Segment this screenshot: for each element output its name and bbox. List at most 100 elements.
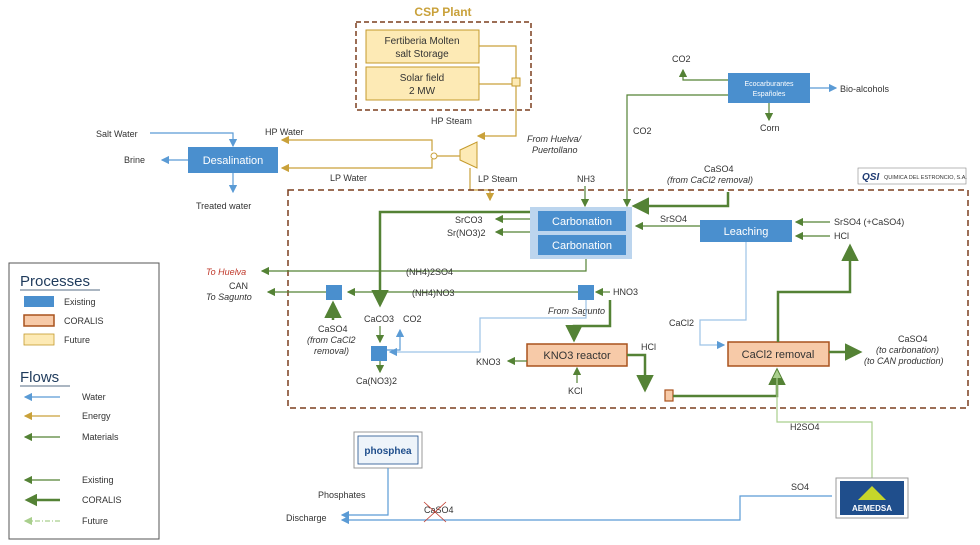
ecocarburantes-label-1: Ecocarburantes (744, 81, 794, 88)
csp-plant-boundary (355, 21, 532, 111)
legend-existing-label: Existing (64, 297, 96, 307)
cacl2-line (699, 242, 747, 350)
lp-steam-line (469, 168, 495, 202)
heat-exchanger-small (511, 77, 521, 87)
co2-mid-line (387, 328, 405, 351)
qsi-plant-boundary (287, 189, 969, 409)
can-unit-box (326, 285, 342, 300)
h2so4-label: H2SO4 (790, 422, 820, 432)
legend-flow-coralis-label: CORALIS (82, 495, 122, 505)
ecocarburantes-box (728, 73, 810, 103)
hp-steam-label: HP Steam (431, 116, 472, 126)
discharge-label: Discharge (286, 513, 327, 523)
nh4no3-label: (NH4)NO3 (412, 288, 455, 298)
aemedsa-logo-text: AEMEDSA (852, 504, 892, 513)
treated-water-label: Treated water (196, 201, 251, 211)
removal-to-leaching-line (776, 243, 859, 342)
h2so4-line (772, 369, 873, 478)
caso4-top-label-2: (from CaCl2 removal) (667, 175, 753, 185)
generator-icon (430, 152, 438, 160)
so4-label: SO4 (791, 482, 809, 492)
carbonation-label-1: Carbonation (552, 216, 612, 228)
legend-flow-existing-label: Existing (82, 475, 114, 485)
caso4-right-label-1: CaSO4 (898, 334, 928, 344)
caso4-right-label-2: (to carbonation) (876, 345, 939, 355)
coralis-to-kno3-reactor (565, 300, 612, 343)
hp-water-label: HP Water (265, 127, 304, 137)
hcl-mid-label: HCl (641, 342, 656, 352)
carbonation-box-1 (538, 211, 626, 231)
phosphates-label: Phosphates (318, 490, 366, 500)
srno3-label: Sr(NO3)2 (447, 228, 486, 238)
nh3-label: NH3 (577, 174, 595, 184)
to-sagunto-label: To Sagunto (206, 292, 252, 302)
eco-co2-side-label: CO2 (633, 126, 652, 136)
legend-flows-title: Flows (20, 369, 59, 386)
srco3-label: SrCO3 (455, 215, 483, 225)
caso4-top-label-1: CaSO4 (704, 164, 734, 174)
legend-water-label: Water (82, 392, 106, 402)
lp-steam-label: LP Steam (478, 174, 517, 184)
hcl-right-label: HCl (834, 231, 849, 241)
caso4-left-label-2: (from CaCl2 (307, 335, 356, 345)
hcl-mid-line (627, 353, 654, 393)
legend-box (8, 262, 160, 540)
salt-water-line (150, 132, 238, 148)
kcl-label: KCl (568, 386, 583, 396)
legend-flow-future-label: Future (82, 516, 108, 526)
srso4-label: SrSO4 (660, 214, 687, 224)
solar-field-box (365, 66, 480, 101)
molten-salt-storage-label-1: Fertiberia Molten (384, 36, 459, 47)
eco-co2-top-line (678, 68, 728, 81)
qsi-logo-box (857, 167, 967, 185)
caso4-left-label-3: removal) (314, 346, 349, 356)
hcl-tank-box (664, 389, 674, 402)
kno3-reactor-label: KNO3 reactor (543, 350, 611, 362)
cacl2-removal-label: CaCl2 removal (742, 349, 815, 361)
from-huelva-label-2: Puertollano (532, 145, 578, 155)
cano3-label: Ca(NO3)2 (356, 376, 397, 386)
hcl-tank-to-removal (673, 367, 786, 398)
ecocarburantes-label-2: Españoles (753, 91, 786, 98)
aemedsa-logo-mark (858, 486, 886, 500)
legend-future-label: Future (64, 335, 90, 345)
cacl2-label: CaCl2 (669, 318, 694, 328)
phosphates-line (340, 468, 389, 520)
legend-coralis-label: CORALIS (64, 316, 104, 326)
phosphea-logo-text: phosphea (364, 446, 412, 457)
legend-processes-title: Processes (20, 273, 90, 290)
phosphea-logo-inner (357, 435, 419, 465)
legend-energy-label: Energy (82, 411, 111, 421)
legend-existing-swatch (24, 296, 54, 307)
eco-co2-top-label: CO2 (672, 54, 691, 64)
kno3-label: KNO3 (476, 357, 501, 367)
solar-field-label-1: Solar field (400, 73, 444, 84)
desalination-box (188, 147, 278, 173)
molten-salt-storage-label-2: salt Storage (395, 49, 449, 60)
corn-label: Corn (760, 123, 780, 133)
eco-co2-to-carbonation-line (622, 94, 728, 208)
to-huelva-label: To Huelva (206, 267, 246, 277)
caso4-right-label-3: (to CAN production) (864, 356, 944, 366)
cano3-unit-box (371, 346, 387, 361)
from-sagunto-label: From Sagunto (548, 306, 605, 316)
bio-alcohols-label: Bio-alcohols (840, 84, 890, 94)
so4-discharge-line (340, 495, 832, 525)
caco3-label: CaCO3 (364, 314, 394, 324)
caso4-left-label-1: CaSO4 (318, 324, 348, 334)
nh4no3-unit-box (578, 285, 594, 300)
caso4-bottom-label: CaSO4 (424, 505, 454, 515)
coralis-carbonation-to-caco3 (371, 210, 530, 308)
from-huelva-label-1: From Huelva/ (527, 134, 583, 144)
caso4-crossed-line-2 (423, 501, 447, 523)
qsi-name: QUIMICA DEL ESTRONCIO, S.A. (884, 175, 967, 181)
co2-mid-label: CO2 (403, 314, 422, 324)
lp-water-label: LP Water (330, 173, 367, 183)
desalination-label: Desalination (203, 155, 264, 167)
legend-future-swatch (23, 333, 55, 346)
hno3-to-cano3-line (388, 300, 587, 357)
carbonation-box-2 (538, 235, 626, 255)
leaching-box (700, 220, 792, 242)
qsi-logo: QSI (862, 172, 879, 183)
